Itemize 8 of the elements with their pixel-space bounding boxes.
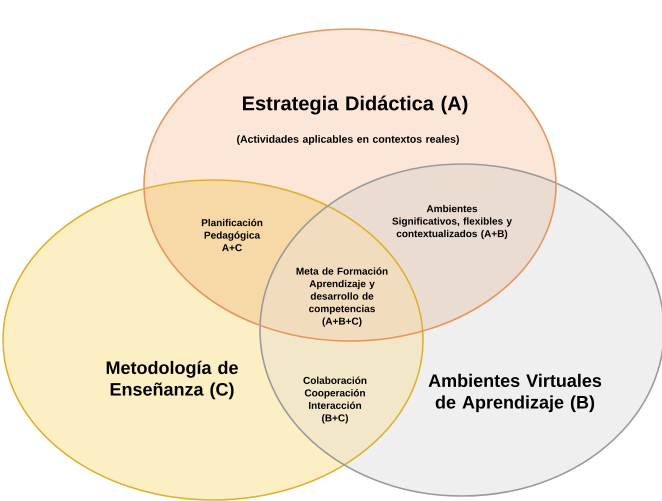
- heading: Metodología de Enseñanza (C): [106, 360, 238, 400]
- region-label: Planificación Pedagógica A+C: [202, 218, 262, 252]
- heading: (Actividades aplicables en contextos reales): [237, 135, 459, 145]
- heading: Ambientes Virtuales de Aprendizaje (B): [428, 374, 602, 412]
- heading: Estrategia Didáctica (A): [242, 96, 468, 114]
- region-label: Colaboración Cooperación Interacción (B+C): [303, 376, 366, 424]
- region-label: Ambientes Significativos, flexibles y contextualizados (A+B): [392, 204, 512, 240]
- region-label: Meta de Formación Aprendizaje y desarrollo de competencias (A+B+C): [296, 267, 388, 327]
